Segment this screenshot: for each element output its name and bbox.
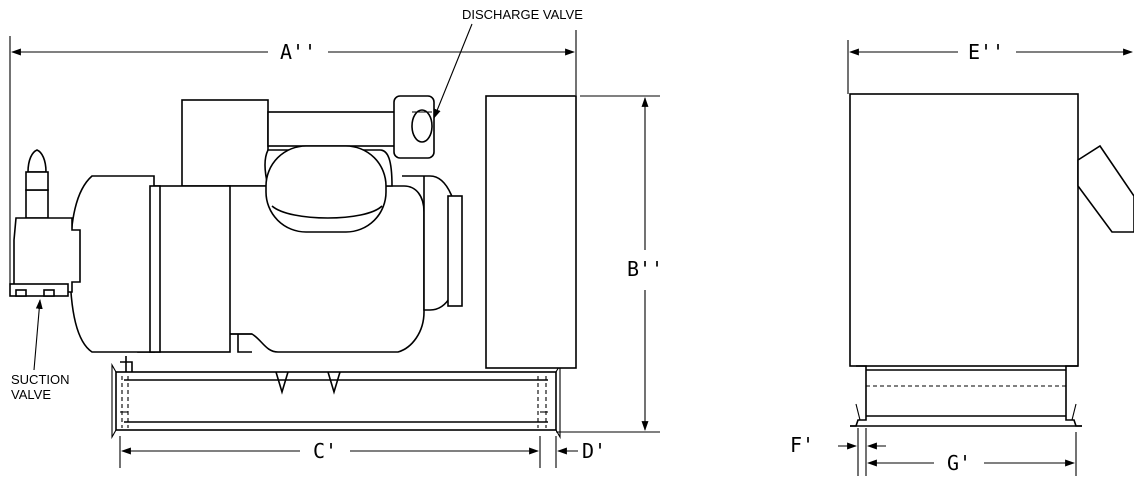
condenser-block [485, 95, 577, 369]
suction-valve-label-line2: VALVE [11, 387, 51, 402]
end-view: E'' F' G' [790, 40, 1134, 476]
dimension-c-label: C' [313, 439, 337, 463]
discharge-valve-label: DISCHARGE VALVE [462, 7, 583, 22]
end-view-pipe [1077, 144, 1134, 233]
suction-valve-callout: SUCTION VALVE [11, 299, 70, 402]
dimension-c: C' [119, 436, 541, 468]
dimension-e: E'' [847, 40, 1133, 94]
suction-valve [9, 149, 81, 297]
dimension-e-label: E'' [968, 40, 1004, 64]
compressor-body [69, 145, 463, 353]
end-view-base [850, 365, 1082, 427]
dimension-g-label: G' [947, 451, 971, 475]
side-view: A'' B'' [9, 7, 663, 468]
dimension-a: A'' [9, 30, 577, 285]
base-frame [111, 356, 561, 440]
end-view-cabinet [849, 93, 1079, 367]
dimension-d-label: D' [582, 439, 606, 463]
discharge-pipe [181, 95, 435, 187]
dimension-f: F' [790, 428, 886, 476]
dimension-g: G' [867, 432, 1077, 476]
dimension-d: D' [555, 436, 606, 468]
suction-valve-label-line1: SUCTION [11, 372, 70, 387]
dimension-b: B'' [556, 95, 663, 433]
discharge-valve-callout: DISCHARGE VALVE [433, 7, 583, 119]
dimension-a-label: A'' [280, 40, 316, 64]
dimension-f-label: F' [790, 433, 814, 457]
dimension-b-label: B'' [627, 257, 663, 281]
